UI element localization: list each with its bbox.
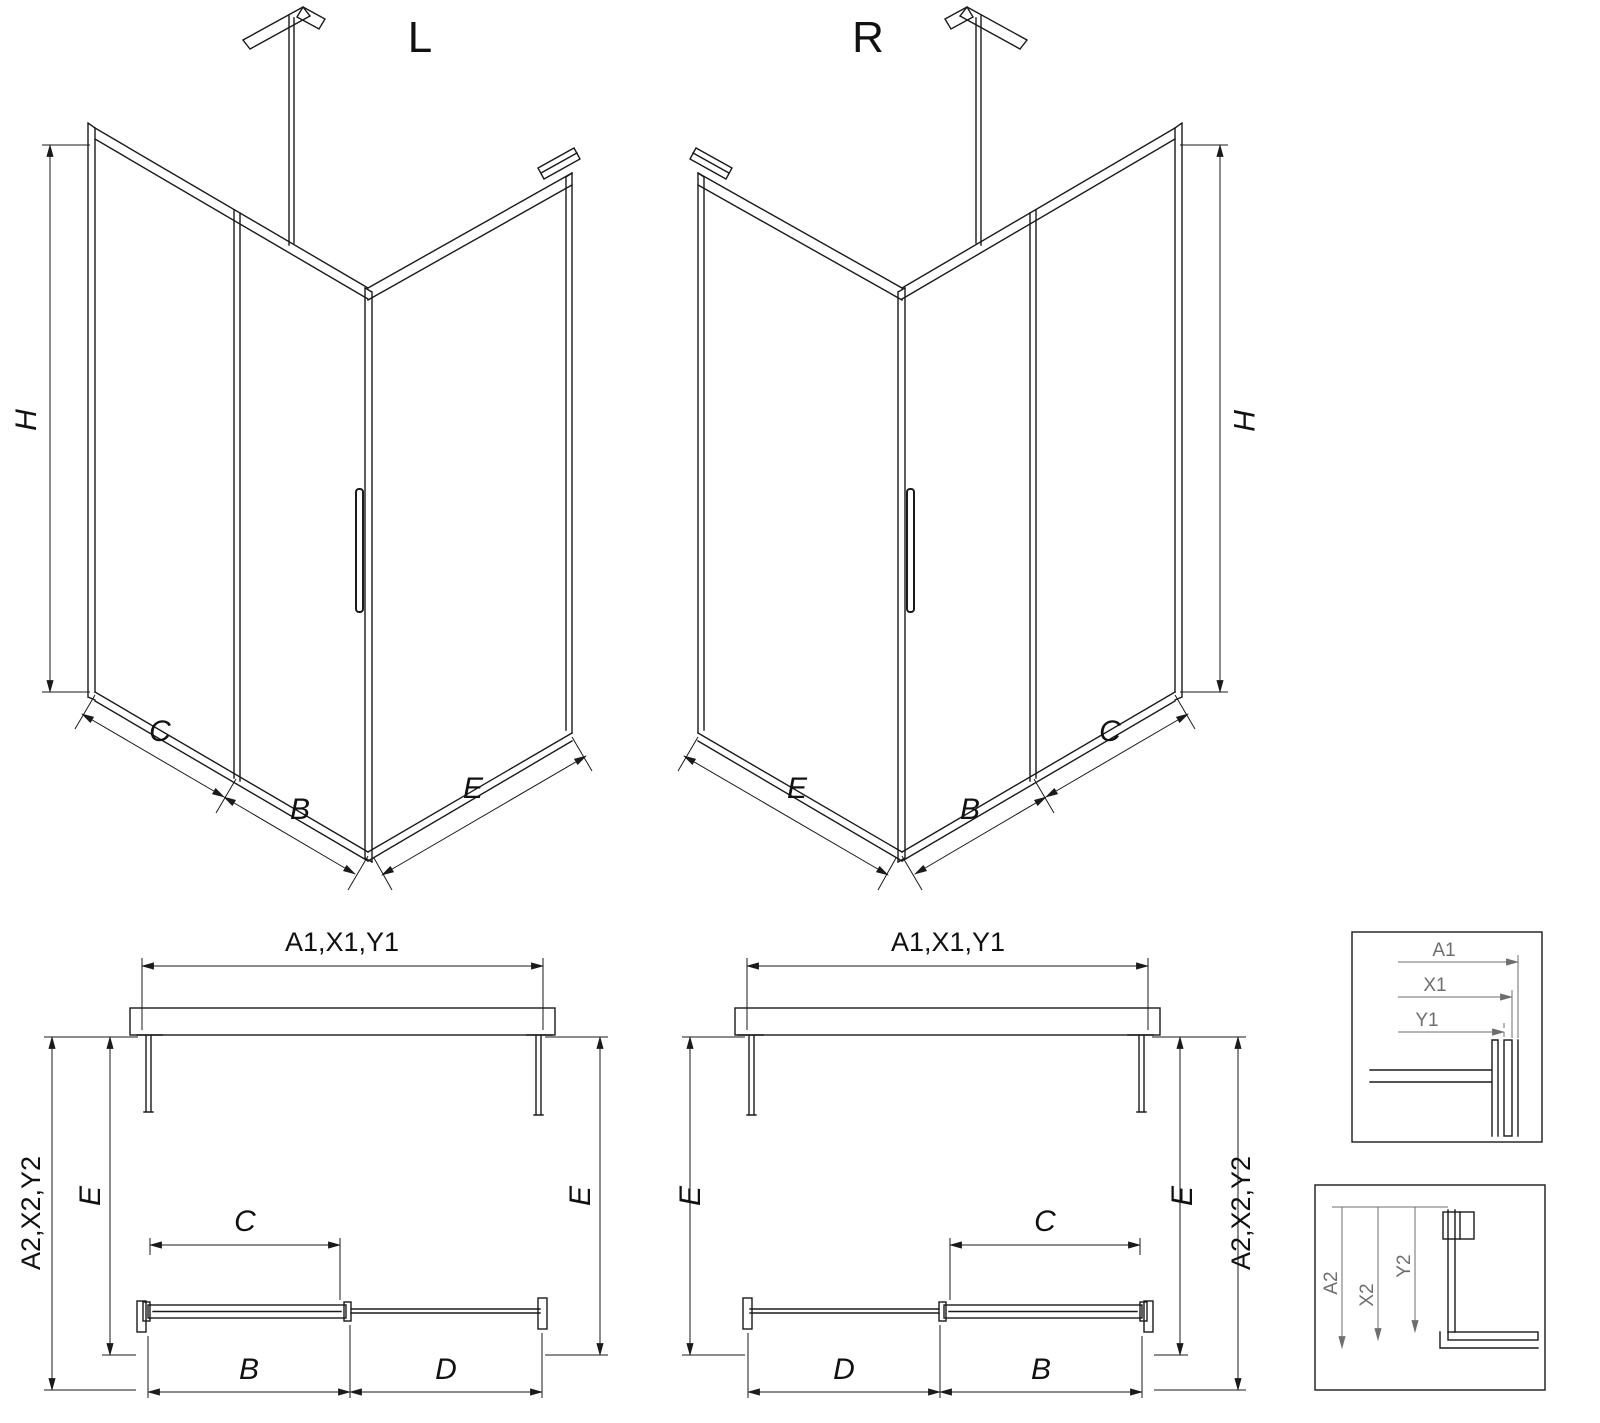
- plan-right-dim-b: B: [1031, 1353, 1051, 1386]
- detail-a2-profile: [1439, 1331, 1539, 1349]
- detail-a1-glass-section: [1503, 1039, 1513, 1137]
- detail-a1-label-a1: A1: [1432, 940, 1455, 961]
- plan-left-dim-a1x1y1: A1,X1,Y1: [285, 927, 399, 957]
- plan-right-dim-e-right: E: [1166, 1185, 1199, 1206]
- detail-a1-frame: [1351, 931, 1543, 1143]
- plan-left-dim-e-left: E: [74, 1185, 107, 1206]
- detail-a2-clamp: [1442, 1211, 1475, 1240]
- detail-a1-label-y1: Y1: [1415, 1010, 1438, 1031]
- plan-left-dim-e-right: E: [564, 1185, 597, 1206]
- detail-a1-profile: [1369, 1039, 1519, 1137]
- plan-left-dim-b: B: [239, 1353, 259, 1386]
- plan-left-dim-c: C: [234, 1205, 256, 1238]
- plan-left-geometry: [44, 958, 608, 1398]
- plan-view-left: A1,X1,Y1 A2,X2,Y2 E E C B D: [16, 927, 608, 1398]
- plan-left-dim-a2x2y2: A2,X2,Y2: [16, 1156, 46, 1270]
- detail-a2-label-a2: A2: [1321, 1271, 1342, 1294]
- dim-label-c-right: C: [1099, 715, 1121, 748]
- iso-left-geometry: [42, 7, 592, 890]
- dim-label-b-right: B: [960, 793, 980, 826]
- dim-label-h-left: H: [10, 409, 43, 431]
- detail-view-a1: A1 X1 Y1: [1351, 931, 1543, 1143]
- iso-view-left: L H C B E: [10, 7, 592, 890]
- plan-right-dim-e-left: E: [674, 1185, 707, 1206]
- plan-left-dim-d: D: [435, 1353, 457, 1386]
- plan-right-geometry: [682, 958, 1246, 1398]
- plan-right-dim-a1x1y1: A1,X1,Y1: [891, 927, 1005, 957]
- iso-view-right: R H C B E: [678, 7, 1260, 890]
- view-label-left: L: [408, 13, 432, 62]
- plan-view-right: A1,X1,Y1 A2,X2,Y2 E E C B D: [674, 927, 1256, 1398]
- detail-a1-extension-lines: [1511, 955, 1519, 1038]
- plan-right-dim-c: C: [1034, 1205, 1056, 1238]
- plan-right-dim-a2x2y2: A2,X2,Y2: [1226, 1156, 1256, 1270]
- dim-label-e-right: E: [787, 772, 808, 805]
- dim-label-c-left: C: [149, 715, 171, 748]
- dim-label-e-left: E: [463, 772, 484, 805]
- view-label-right: R: [852, 13, 884, 62]
- detail-a2-label-x2: X2: [1357, 1283, 1378, 1306]
- plan-right-dim-d: D: [833, 1353, 855, 1386]
- detail-a2-frame: [1314, 1184, 1546, 1391]
- detail-a2-label-y2: Y2: [1394, 1254, 1415, 1277]
- detail-view-a2: A2 X2 Y2: [1314, 1184, 1546, 1391]
- detail-a2-glass-section: [1447, 1331, 1539, 1341]
- iso-right-geometry: [678, 7, 1228, 890]
- detail-a1-label-x1: X1: [1423, 975, 1446, 996]
- dim-label-h-right: H: [1227, 409, 1260, 431]
- dim-label-b-left: B: [290, 793, 310, 826]
- detail-a2-glass-edge: [1447, 1209, 1456, 1333]
